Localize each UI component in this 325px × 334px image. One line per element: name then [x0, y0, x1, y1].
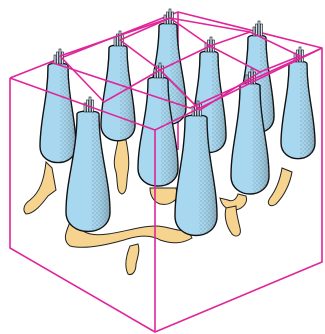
stereocilia-bundle	[164, 9, 174, 24]
nerve-fiber	[24, 162, 56, 214]
stereocilia-bundle	[54, 49, 64, 64]
stereocilium	[57, 52, 59, 64]
stereocilium	[119, 31, 121, 46]
stereocilium	[213, 40, 215, 52]
stereocilium	[210, 37, 212, 52]
stereocilium	[92, 100, 94, 112]
stereocilium	[258, 21, 260, 36]
nerve-fiber	[114, 140, 129, 194]
nerve-fiber	[126, 244, 139, 275]
hair-cell-tone	[281, 61, 315, 159]
stereocilium	[114, 37, 116, 46]
nerve-fiber	[225, 206, 240, 236]
hair-cell-tone	[40, 63, 76, 163]
stereocilium	[261, 24, 263, 36]
stereocilium	[89, 97, 91, 112]
hair-cell-tone	[101, 45, 135, 141]
stereocilium	[169, 9, 171, 24]
nerve-fiber	[268, 168, 292, 206]
